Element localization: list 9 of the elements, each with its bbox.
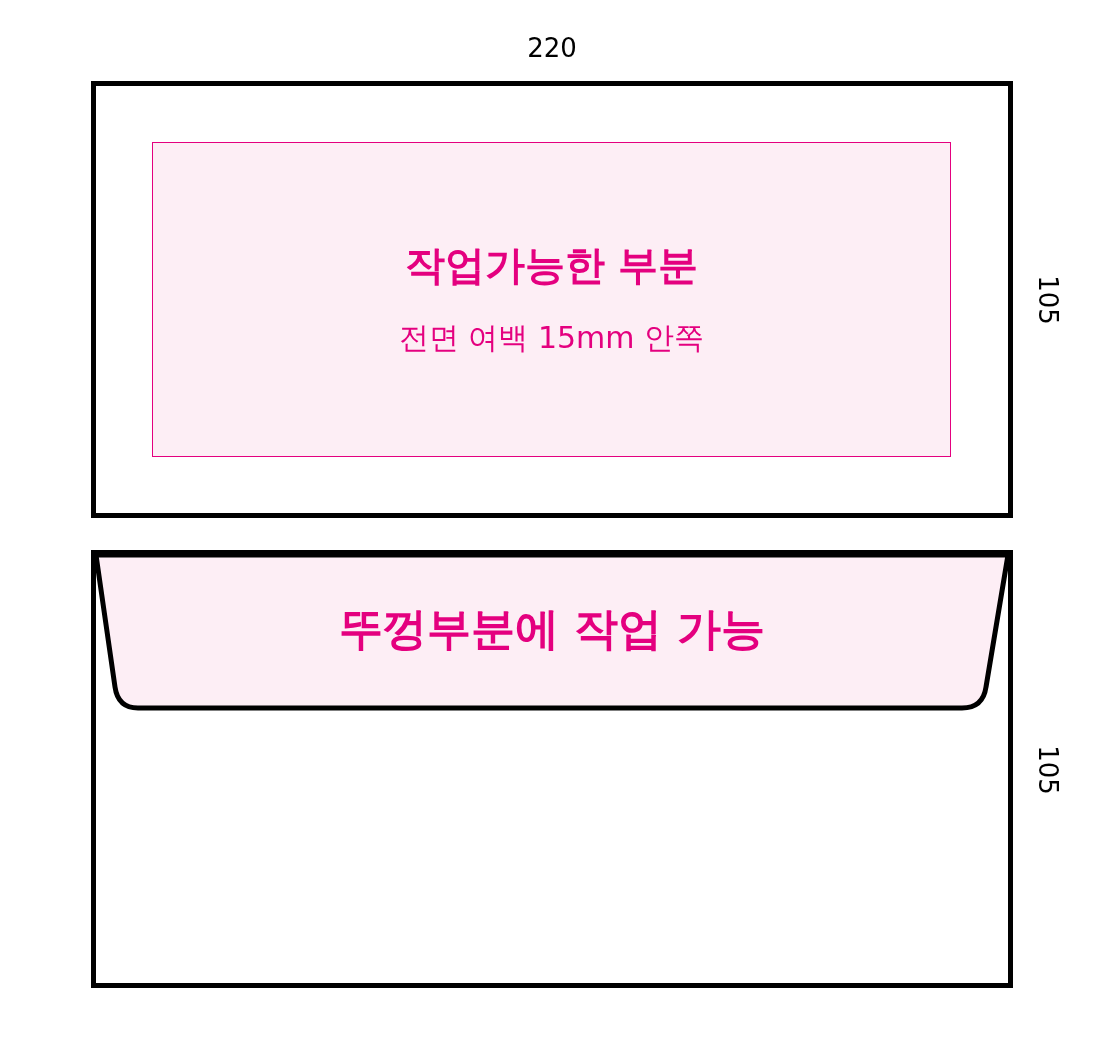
dimension-label: 105: [1033, 275, 1063, 325]
flap-label: 뚜껑부분에 작업 가능: [337, 602, 767, 656]
print-area: [152, 142, 951, 457]
area-heading: 작업가능한 부분: [403, 241, 700, 290]
area-subtitle: 전면 여백 15mm 안쪽: [397, 319, 706, 357]
dimension-label: 220: [527, 33, 577, 63]
dimension-label: 105: [1033, 745, 1063, 795]
envelope-back: [91, 550, 1013, 988]
envelope-front: [91, 81, 1013, 518]
